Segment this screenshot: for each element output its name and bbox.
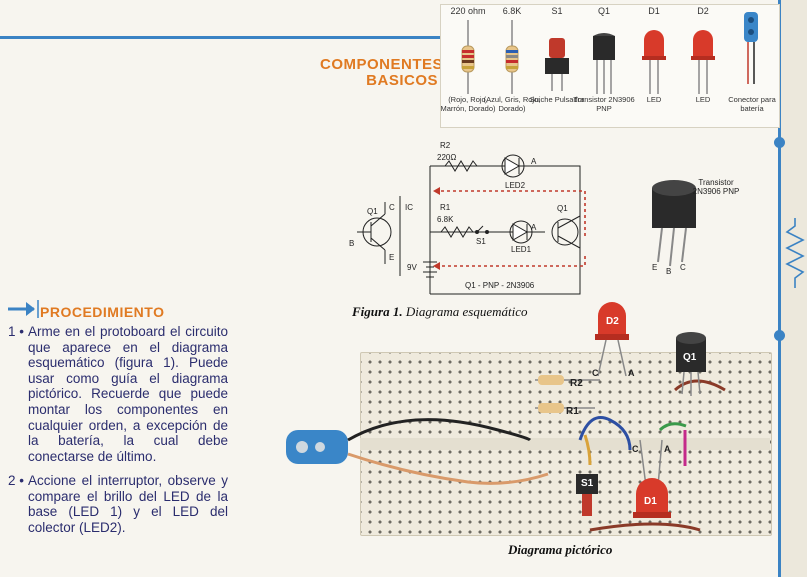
component-r220: 220 ohm (Rojo, Rojo, Marrón, Dorado)	[440, 5, 495, 113]
component-label: 220 ohm	[450, 6, 486, 16]
section-title-line1: COMPONENTES	[320, 56, 444, 73]
led1-pin-a: A	[531, 223, 537, 232]
step-number: 1 •	[8, 324, 24, 339]
step-number: 2 •	[8, 473, 24, 488]
label-a-d1: A	[664, 444, 671, 454]
label-r1: R1	[566, 406, 579, 417]
step-text: Arme en el protoboard el circuito que ap…	[28, 324, 228, 464]
label-r2: R2	[570, 378, 583, 389]
component-s1: S1 Suiche Pulsador	[530, 5, 585, 104]
section-title-line2: BASICOS	[366, 72, 438, 89]
pin-e-label: E	[389, 253, 394, 262]
battery-label: 9V	[407, 263, 417, 272]
r1-value: 6.8K	[437, 215, 454, 224]
pin-e: E	[652, 263, 657, 272]
component-d1: D1 LED	[627, 5, 681, 104]
ic-label: IC	[405, 203, 413, 212]
label-a: A	[628, 368, 635, 378]
figure1-prefix: Figura 1.	[352, 304, 403, 319]
component-caption: (Rojo, Rojo, Marrón, Dorado)	[440, 95, 496, 113]
battery-connector-icon	[744, 12, 758, 84]
component-caption: Transistor 2N3906 PNP	[573, 95, 635, 113]
components-panel: 220 ohm (Rojo, Rojo, Marrón, Dorado) 6.8…	[440, 4, 780, 128]
procedure-step-1: 1 • Arme en el protoboard el circuito qu…	[8, 324, 228, 464]
label-d1: D1	[644, 496, 657, 507]
q1-right-label: Q1	[557, 204, 568, 213]
component-label: S1	[551, 6, 563, 16]
schematic-diagram: R2 220Ω LED2 R1 6.8K S1 LED1 Q1 9V IC Q1…	[349, 141, 586, 295]
led2-label: LED2	[505, 181, 526, 190]
resistor-icon	[505, 20, 519, 94]
label-d2: D2	[606, 316, 619, 327]
label-s1: S1	[581, 478, 594, 489]
r2-value: 220Ω	[437, 153, 456, 162]
component-caption: Suiche Pulsador	[529, 95, 585, 104]
component-label: D1	[648, 6, 660, 16]
page-edge	[781, 0, 807, 577]
s1-label: S1	[476, 237, 486, 246]
breadboard-channel	[360, 438, 770, 450]
led1-label: LED1	[511, 245, 532, 254]
component-label: 6.8K	[502, 6, 522, 16]
component-r6k8: 6.8K (Azul, Gris, Rojo, Dorado)	[484, 5, 541, 113]
component-caption: LED	[695, 95, 711, 104]
component-d2: D2 LED	[676, 5, 730, 104]
transistor-icon	[593, 33, 615, 94]
pin-c: C	[680, 263, 686, 272]
label-q1: Q1	[683, 352, 697, 363]
component-caption: (Azul, Gris, Rojo, Dorado)	[483, 95, 541, 113]
procedure-title: PROCEDIMIENTO	[40, 304, 165, 320]
rail-dot-top	[774, 137, 785, 148]
pictorial-wiring: D2 Q1 R2 R1 S1 D1 C A C A	[286, 302, 726, 532]
led-icon	[691, 30, 715, 94]
label-c: C	[592, 368, 599, 378]
right-rail	[778, 0, 781, 577]
pictorial-caption: Diagrama pictórico	[508, 542, 613, 557]
procedure-arrow-icon	[8, 300, 39, 318]
led-icon	[642, 30, 666, 94]
figure1-text: Diagrama esquemático	[405, 304, 528, 319]
resistor-zigzag-icon	[785, 218, 805, 288]
figure1-caption: Figura 1. Diagrama esquemático	[352, 304, 528, 320]
led2-pin-a: A	[531, 157, 537, 166]
transistor-illustration-title: Transistor 2N3906 PNP	[692, 178, 740, 196]
component-label: D2	[697, 6, 709, 16]
r2-label: R2	[440, 141, 451, 150]
section-title: COMPONENTES BASICOS	[320, 56, 444, 89]
header-rule	[0, 36, 440, 39]
step-text: Accione el interruptor, observe y compar…	[28, 473, 228, 535]
pin-c-label: C	[389, 203, 395, 212]
rail-dot-bottom	[774, 330, 785, 341]
push-button-icon	[545, 38, 569, 91]
component-q1: Q1 Transistor 2N3906 PNP	[573, 5, 634, 113]
procedure-step-2: 2 • Accione el interruptor, observe y co…	[8, 473, 228, 535]
component-caption: LED	[646, 95, 662, 104]
component-label: Q1	[597, 6, 610, 16]
component-battery-connector: Conector para batería	[725, 5, 779, 113]
resistor-icon	[461, 20, 475, 94]
schematic-bottom-label: Q1 - PNP - 2N3906	[465, 281, 535, 290]
component-caption: Conector para batería	[728, 95, 776, 113]
transistor-illustration: E B C	[652, 180, 696, 276]
pin-b: B	[666, 267, 671, 276]
label-c-d1: C	[632, 444, 639, 454]
q1-left-label: Q1	[367, 207, 378, 216]
pin-b-label: B	[349, 239, 354, 248]
r1-label: R1	[440, 203, 451, 212]
